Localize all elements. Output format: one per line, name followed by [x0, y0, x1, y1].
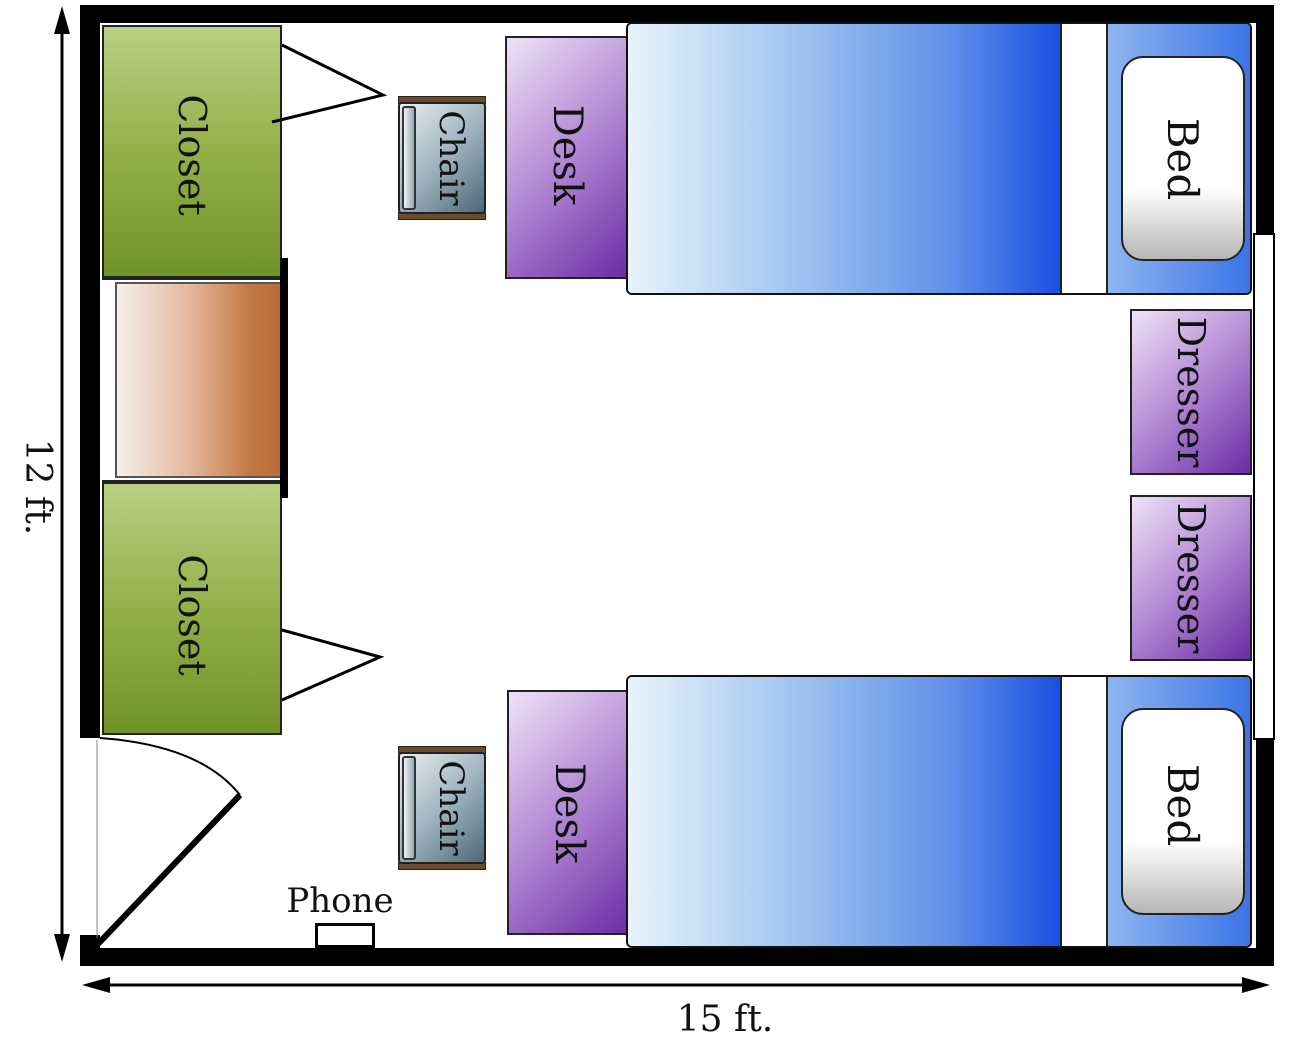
- dresser-bottom-label: Dresser: [1169, 502, 1213, 654]
- bed-bottom-blanket: [628, 677, 1060, 946]
- dresser-top-label: Dresser: [1169, 316, 1213, 468]
- wall-left: [80, 5, 100, 738]
- chair-bottom-arm: [402, 756, 416, 860]
- closet-bottom: [102, 482, 282, 735]
- desk-bottom-label: Desk: [546, 762, 592, 864]
- dresser-bottom: [1130, 495, 1252, 661]
- bed-top-pillow: [1121, 56, 1245, 261]
- bed-top-gap: [1060, 24, 1108, 293]
- wall-left-stub: [80, 935, 100, 966]
- closet-top: [102, 25, 282, 278]
- desk-bottom: [507, 690, 631, 935]
- bed-bottom-gap: [1060, 677, 1108, 946]
- cabinet-edge: [280, 258, 288, 498]
- phone-box: [315, 923, 375, 948]
- height-dimension-label: 12 ft.: [16, 437, 60, 537]
- wall-top: [80, 5, 1274, 23]
- bed-top-label: Bed: [1158, 117, 1208, 201]
- bed-bottom-label: Bed: [1158, 763, 1208, 847]
- wall-bottom: [80, 948, 1274, 966]
- bed-bottom-pillow: [1121, 708, 1245, 915]
- width-dimension-label: 15 ft.: [676, 998, 774, 1040]
- bed-top-blanket: [628, 24, 1060, 293]
- chair-bottom-label: Chair: [431, 760, 471, 856]
- dresser-top: [1130, 309, 1252, 475]
- chair-top-label: Chair: [431, 110, 471, 206]
- desk-top-label: Desk: [544, 104, 590, 206]
- chair-top-arm: [402, 106, 416, 210]
- phone-label: Phone: [286, 881, 394, 921]
- window: [1253, 233, 1275, 740]
- cabinet-panel: [115, 282, 283, 478]
